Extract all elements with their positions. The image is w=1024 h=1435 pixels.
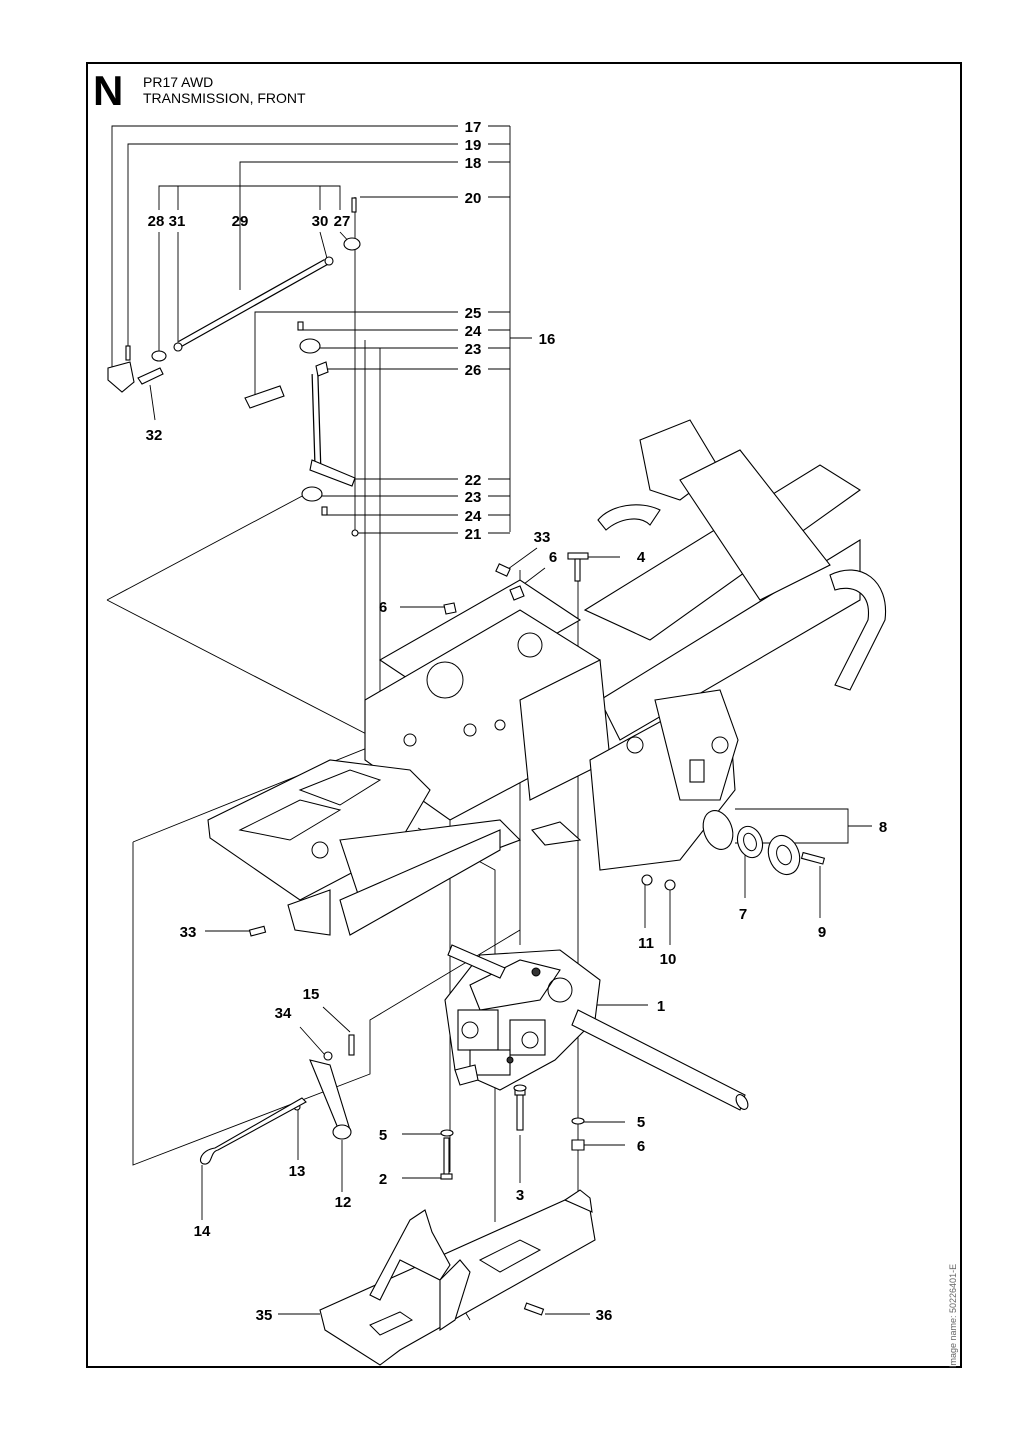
callout-19: 19: [465, 137, 482, 154]
callout-24: 24: [465, 323, 482, 340]
washer-5b: [571, 1117, 585, 1125]
nut-6c: [571, 1139, 585, 1151]
spring-clip-25: [244, 385, 285, 409]
callout-12: 12: [335, 1194, 352, 1211]
callout-28: 28: [148, 213, 165, 230]
bearing-flange-8: [702, 810, 801, 876]
screw-20: [351, 197, 357, 213]
chassis-frame: [207, 419, 887, 936]
callout-36: 36: [596, 1307, 613, 1324]
callout-6: 6: [637, 1138, 645, 1155]
ball-joint-23a: [299, 338, 321, 354]
callout-29: 29: [232, 213, 249, 230]
nut-34: [323, 1051, 333, 1061]
lower-hardware: [199, 1034, 585, 1180]
washer-5-top: [513, 1084, 527, 1092]
callout-9: 9: [818, 924, 826, 941]
linkage-rod-29: [178, 258, 328, 348]
callout-labels: 17 19 18 20 28 31 29 30 27 25 24 16 23 2…: [146, 119, 888, 1324]
bolt-33a: [495, 563, 511, 577]
callout-6: 6: [379, 599, 387, 616]
callout-26: 26: [465, 362, 482, 379]
upper-linkage: [107, 197, 361, 537]
callout-30: 30: [312, 213, 329, 230]
callout-22: 22: [465, 472, 482, 489]
callout-13: 13: [289, 1163, 306, 1180]
callout-10: 10: [660, 951, 677, 968]
callout-8: 8: [879, 819, 887, 836]
leader-lines: [106, 125, 872, 1321]
callout-21: 21: [465, 526, 482, 543]
nut-21: [351, 529, 359, 537]
callout-1: 1: [657, 998, 665, 1015]
skid-plate-35: [319, 1189, 596, 1366]
callout-5: 5: [379, 1127, 387, 1144]
callout-34: 34: [275, 1005, 292, 1022]
callout-11: 11: [638, 935, 654, 952]
screw-19: [125, 345, 131, 361]
diagram-frame: [86, 62, 962, 1368]
callout-3: 3: [516, 1187, 524, 1204]
model-name: PR17 AWD: [143, 74, 214, 90]
callout-5: 5: [637, 1114, 645, 1131]
callout-20: 20: [465, 190, 482, 207]
bolt-33b: [248, 925, 267, 937]
pin-15: [348, 1034, 355, 1056]
callout-23: 23: [465, 341, 482, 358]
callout-16: 16: [539, 331, 556, 348]
callout-17: 17: [465, 119, 482, 136]
callout-35: 35: [256, 1307, 273, 1324]
bolt-4: [567, 552, 589, 582]
callout-2: 2: [379, 1171, 387, 1188]
shift-lever-12: [309, 1059, 352, 1140]
callout-15: 15: [303, 986, 320, 1003]
nut-31: [173, 342, 183, 352]
screw-24b: [321, 506, 328, 516]
ball-joint-28: [151, 350, 167, 362]
callout-4: 4: [637, 549, 646, 566]
callout-31: 31: [169, 213, 186, 230]
diagram-title: TRANSMISSION, FRONT: [143, 90, 306, 106]
callout-18: 18: [465, 155, 482, 172]
callout-14: 14: [194, 1223, 211, 1240]
ball-joint-23b: [301, 486, 323, 502]
nut-30: [324, 256, 334, 266]
transmission-1: [444, 944, 749, 1111]
washer-10: [664, 879, 676, 891]
washer-5a: [440, 1129, 454, 1137]
callout-6: 6: [549, 549, 557, 566]
nut-11: [641, 874, 653, 886]
callout-32: 32: [146, 427, 163, 444]
section-letter: N: [93, 67, 124, 114]
callout-33: 33: [534, 529, 551, 546]
callout-27: 27: [334, 213, 351, 230]
bolt-3: [514, 1087, 526, 1131]
bolt-9: [800, 851, 826, 865]
callout-33: 33: [180, 924, 197, 941]
nut-6a: [509, 585, 525, 601]
callout-23: 23: [465, 489, 482, 506]
screw-24a: [297, 321, 304, 331]
bracket-32: [107, 361, 164, 393]
callout-7: 7: [739, 906, 747, 923]
callout-24: 24: [465, 508, 482, 525]
shift-arm-22: [309, 373, 356, 487]
callout-25: 25: [465, 305, 482, 322]
rod-14: [199, 1097, 307, 1165]
bolt-2: [440, 1137, 453, 1180]
nut-6b: [443, 602, 457, 615]
bolt-36: [523, 1302, 545, 1316]
ball-joint-27: [343, 237, 361, 251]
frame-hardware: [248, 552, 826, 937]
pivot-26: [315, 361, 329, 377]
